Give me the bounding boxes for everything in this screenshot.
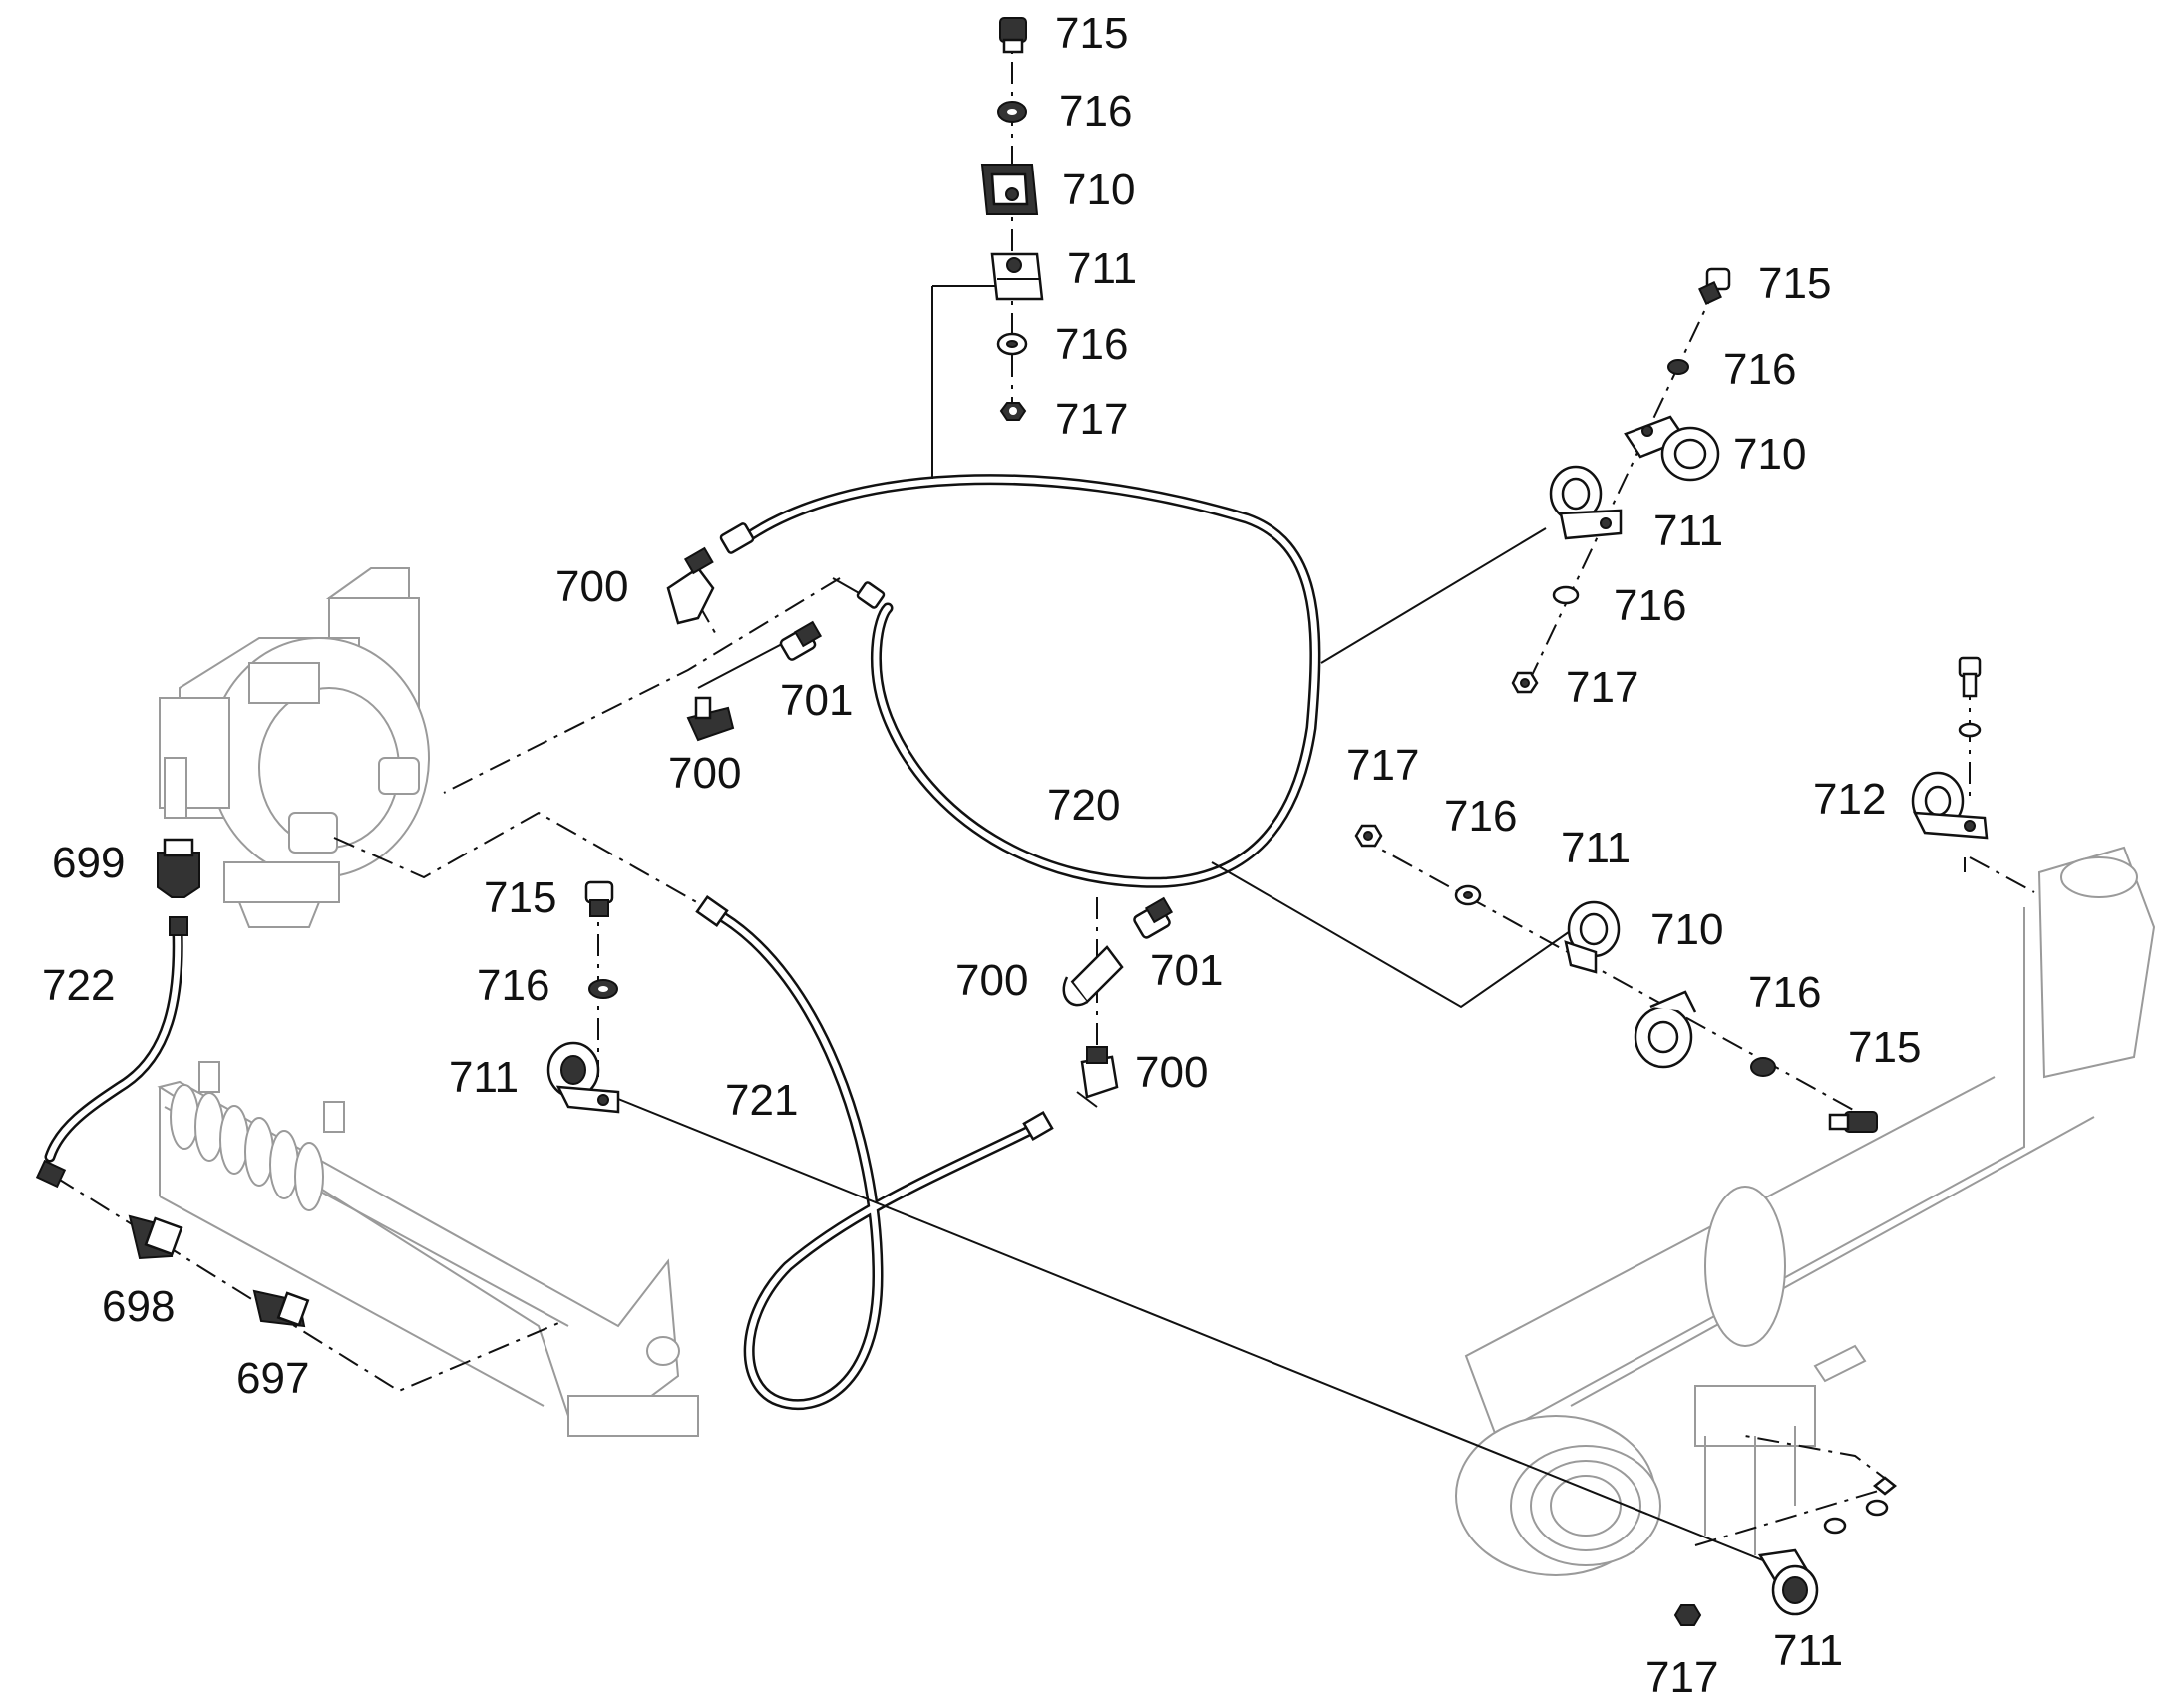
callout-716: 716 <box>1614 581 1686 630</box>
callout-717: 717 <box>1566 663 1638 712</box>
washer-716-top[interactable] <box>997 101 1027 123</box>
callout-labels: 715 716 710 711 716 717 715 716 710 711 … <box>42 9 1921 1702</box>
adapter-701-upper[interactable] <box>779 620 823 661</box>
callout-715: 715 <box>1758 259 1831 308</box>
nut-717-right[interactable] <box>1511 671 1539 694</box>
nut-717-top[interactable] <box>999 402 1027 421</box>
elbow-700-lower-left[interactable] <box>686 696 735 742</box>
elbow-700-upper[interactable] <box>666 546 715 625</box>
callout-716: 716 <box>1444 792 1517 841</box>
callout-701: 701 <box>1150 946 1223 995</box>
fitting-722-bottom[interactable] <box>35 1159 67 1189</box>
callout-710: 710 <box>1650 905 1723 954</box>
callout-715: 715 <box>1055 9 1128 58</box>
clamp-711-bottom[interactable] <box>1757 1548 1819 1616</box>
turbo-housing-ghost <box>159 567 430 928</box>
washer-716-right[interactable] <box>1667 359 1689 375</box>
callout-715: 715 <box>484 873 556 922</box>
nut-699[interactable] <box>157 838 200 898</box>
callout-699: 699 <box>52 839 125 887</box>
screw-715-mid[interactable] <box>1828 1111 1878 1133</box>
fitting-722-top[interactable] <box>169 916 188 936</box>
hose-721[interactable] <box>717 911 1043 1411</box>
adapter-698[interactable] <box>128 1214 183 1260</box>
clamp-712[interactable] <box>1911 771 1989 840</box>
clamp-710-top[interactable] <box>980 164 1039 215</box>
clamp-711-top[interactable] <box>990 252 1044 301</box>
clamp-710-mid[interactable] <box>1634 990 1697 1069</box>
callout-717: 717 <box>1346 741 1419 790</box>
nut-717-bottom[interactable] <box>1673 1604 1702 1626</box>
callout-720: 720 <box>1047 781 1120 830</box>
elbow-700-lower-upper[interactable] <box>1062 945 1124 1007</box>
clamp-711-mid[interactable] <box>1564 900 1621 974</box>
callout-700: 700 <box>1135 1048 1208 1097</box>
adapter-701-lower[interactable] <box>1133 896 1174 939</box>
callout-697: 697 <box>236 1354 309 1403</box>
callout-716: 716 <box>1059 87 1132 136</box>
callout-710: 710 <box>1062 166 1135 214</box>
crossover-pipe-right-ghost <box>1455 846 2156 1576</box>
intake-pipe-left-ghost <box>157 1061 699 1437</box>
fitting-hose-end-upper[interactable] <box>719 522 755 554</box>
callout-711: 711 <box>1773 1626 1843 1675</box>
washer-716-top2[interactable] <box>996 332 1028 356</box>
callout-717: 717 <box>1645 1653 1718 1702</box>
nut-717-mid[interactable] <box>1354 824 1383 848</box>
callout-716: 716 <box>1748 968 1821 1017</box>
callout-717: 717 <box>1055 395 1128 444</box>
washer-bottom-right[interactable] <box>1823 1476 1898 1535</box>
callout-711: 711 <box>1561 824 1631 872</box>
screw-712-stack[interactable] <box>1958 656 1982 738</box>
screw-715-middle[interactable] <box>584 880 614 917</box>
callout-700: 700 <box>668 749 741 798</box>
washer-716-mid2[interactable] <box>1750 1057 1776 1077</box>
clamp-711-middle[interactable] <box>546 1041 620 1114</box>
hose-722[interactable] <box>44 926 183 1163</box>
elbow-700-lower-lower[interactable] <box>1076 1046 1119 1108</box>
callout-698: 698 <box>102 1282 175 1331</box>
callout-711: 711 <box>1653 507 1723 555</box>
callout-701: 701 <box>780 676 853 725</box>
clamp-710-right[interactable] <box>1624 415 1720 482</box>
clamp-711-right[interactable] <box>1549 465 1623 540</box>
screw-715-right[interactable] <box>1698 267 1731 305</box>
callout-715: 715 <box>1848 1023 1921 1072</box>
fitting-721-end[interactable] <box>1022 1110 1054 1142</box>
callout-722: 722 <box>42 961 115 1010</box>
hose-720[interactable] <box>740 474 1321 888</box>
callout-716: 716 <box>477 961 549 1010</box>
washer-716-middle[interactable] <box>588 979 618 999</box>
washer-716-mid[interactable] <box>1454 884 1482 906</box>
callout-710: 710 <box>1733 430 1806 479</box>
adapter-697[interactable] <box>252 1289 310 1328</box>
washer-716-right2[interactable] <box>1552 585 1580 605</box>
callout-716: 716 <box>1723 345 1796 394</box>
callout-700: 700 <box>955 956 1028 1005</box>
callout-700: 700 <box>555 562 628 611</box>
callout-712: 712 <box>1813 775 1886 824</box>
callout-711: 711 <box>1067 244 1137 293</box>
screw-715-top[interactable] <box>999 17 1027 54</box>
fitting-hose-end-mid[interactable] <box>856 581 886 609</box>
fitting-721-top[interactable] <box>695 895 729 927</box>
callout-711: 711 <box>449 1053 519 1102</box>
callout-721: 721 <box>725 1076 798 1125</box>
callout-716: 716 <box>1055 320 1128 369</box>
